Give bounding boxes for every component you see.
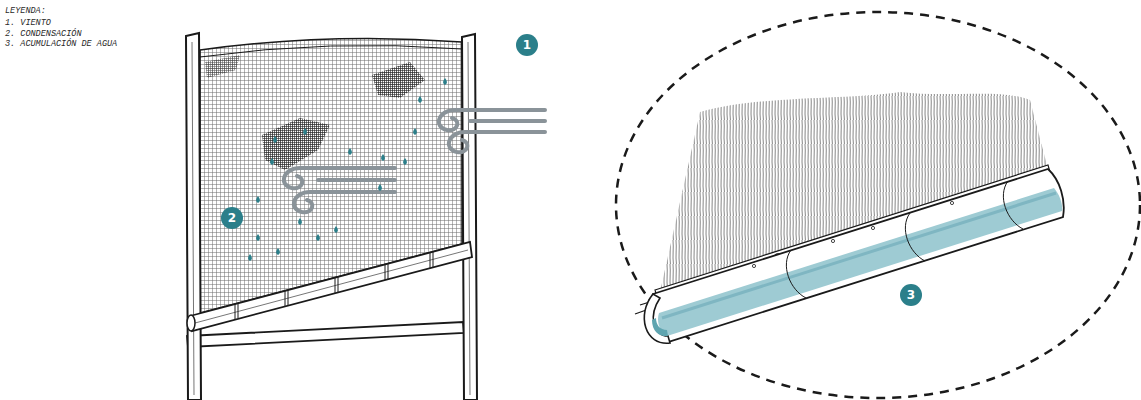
detail-frame: [616, 12, 1140, 398]
post-grain: [192, 42, 194, 395]
callout-circle: [516, 34, 538, 56]
callout-text: 3: [907, 289, 915, 301]
bamboo-grain: [195, 250, 468, 323]
left-post: [186, 33, 201, 400]
callout-number: 3: [900, 284, 922, 306]
mesh-net: [200, 38, 462, 313]
callout-circle: [900, 284, 922, 306]
callout-text: 2: [228, 212, 236, 224]
legend-text: 2. CONDENSACIÓN: [5, 29, 82, 39]
mesh-patch: [372, 62, 425, 98]
pipe-section: [644, 294, 670, 343]
mesh-patch: [262, 118, 330, 170]
legend-entry: 3. ACUMULACIÓN DE AGUA: [5, 39, 117, 49]
fog-catcher: [186, 33, 477, 400]
water-surface: [662, 193, 1056, 318]
half-pipe: [648, 169, 1064, 342]
legend-text: 1. VIENTO: [5, 18, 51, 28]
water: [658, 188, 1062, 336]
legend-heading: LEYENDA:: [5, 6, 46, 16]
mesh-patch: [205, 55, 240, 78]
wind-symbol: [284, 168, 395, 212]
bamboo-gutter: [190, 242, 472, 331]
bamboo-joints: [235, 252, 433, 319]
lower-rail: [187, 322, 464, 347]
water-drops: [248, 78, 447, 261]
callout-number: 1: [516, 34, 538, 56]
legend-text: 3. ACUMULACIÓN DE AGUA: [5, 39, 117, 49]
legend-entry: 2. CONDENSACIÓN: [5, 29, 82, 39]
callout-text: 1: [523, 39, 531, 51]
post-grain: [468, 42, 470, 395]
lip-holes: [752, 201, 953, 267]
callout-circle: [221, 207, 243, 229]
pipe-seam: [786, 181, 1023, 298]
right-post: [462, 34, 477, 400]
detail-view: [616, 12, 1140, 398]
legend-entry: 1. VIENTO: [5, 18, 51, 28]
wind-symbol: [439, 110, 545, 152]
gutter-end: [187, 315, 195, 331]
callout-number: 2: [221, 207, 243, 229]
section-water: [652, 318, 668, 336]
